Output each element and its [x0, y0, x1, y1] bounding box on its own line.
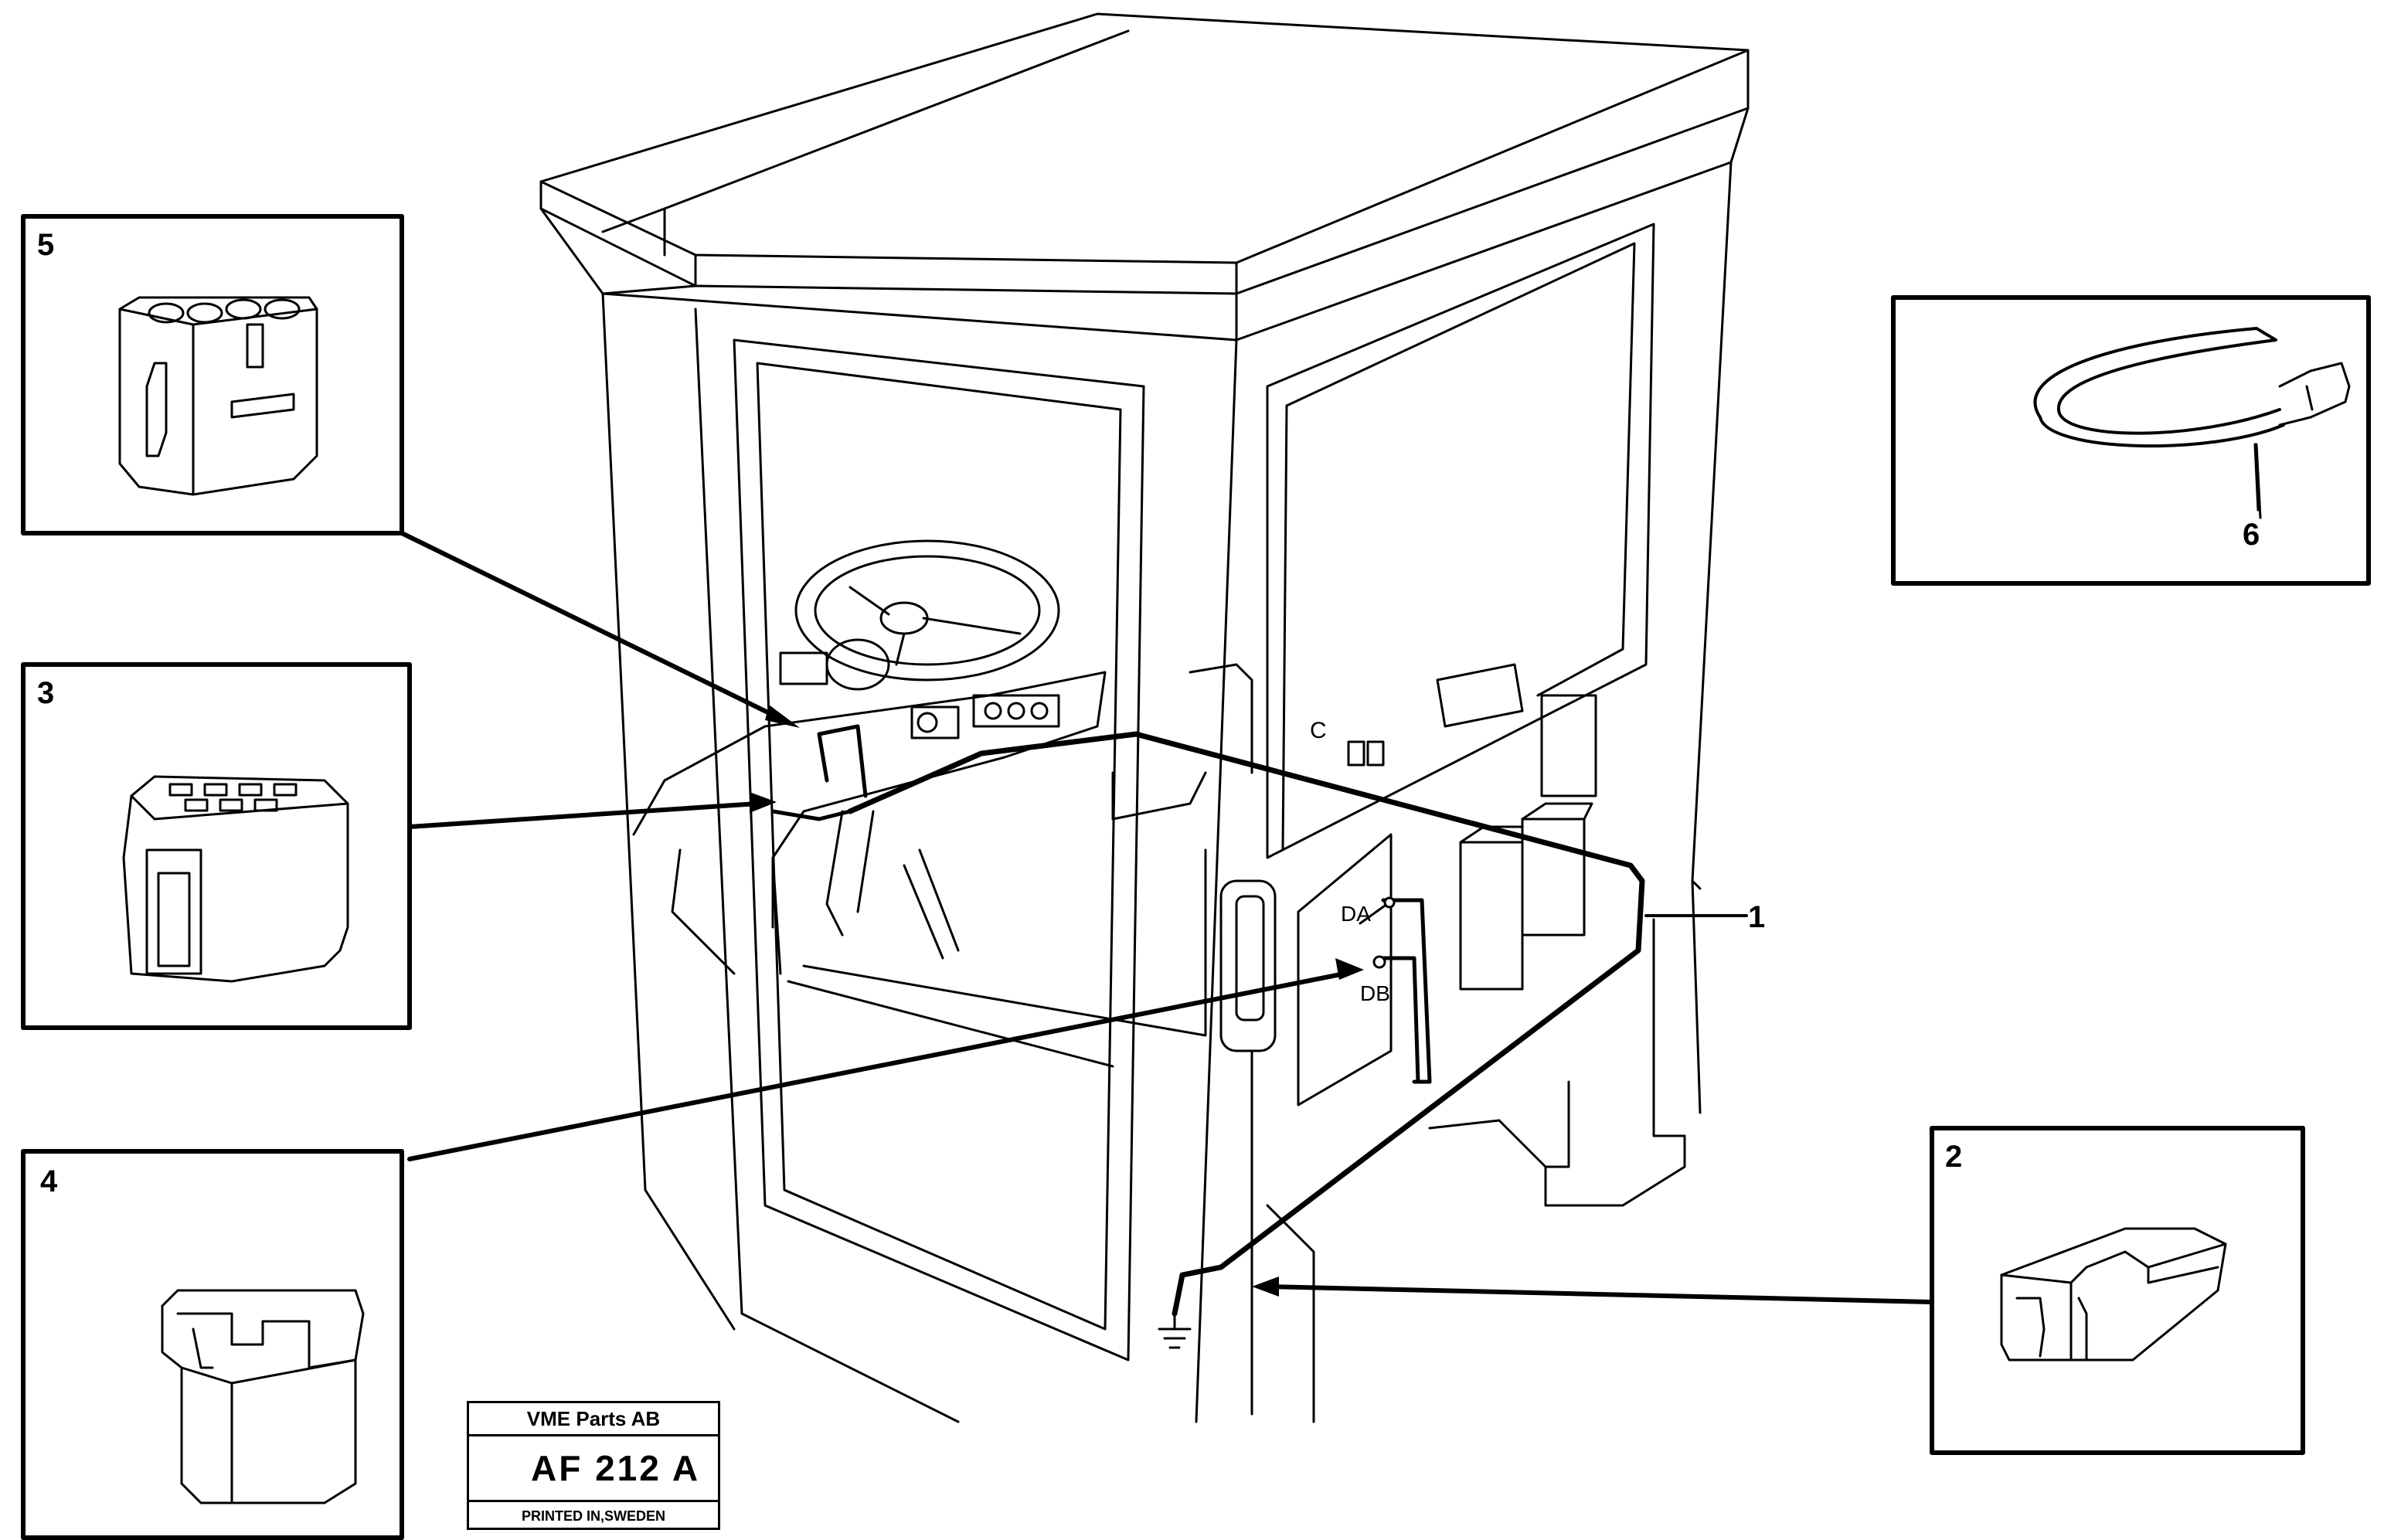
detail-box-6 [1891, 295, 2371, 586]
connector-plug-icon [2000, 1227, 2227, 1362]
detail-box-3 [21, 662, 412, 1030]
wiring-harness [770, 724, 1645, 1317]
callout-5: 5 [37, 228, 54, 262]
cab-roof [539, 12, 1750, 342]
svg-text:C: C [1310, 718, 1327, 743]
callout-3: 3 [37, 676, 54, 710]
callout-2: 2 [1945, 1140, 1962, 1174]
title-company: VME Parts AB [469, 1403, 718, 1436]
side-panel: C [1111, 663, 1597, 1107]
detail-box-2 [1930, 1126, 2305, 1455]
panel-label-da: DA [1341, 902, 1371, 926]
connector-block-icon [122, 775, 349, 983]
connector-housing-icon [161, 1289, 365, 1504]
title-printed: PRINTED IN,SWEDEN [521, 1508, 665, 1524]
cab-body [601, 161, 1733, 1423]
cable-tie-icon [2033, 327, 2351, 519]
dashboard [632, 651, 1107, 975]
steering-wheel [794, 539, 1060, 691]
callout-6: 6 [2243, 518, 2260, 552]
leader-lines [400, 443, 2260, 1304]
detail-box-4 [21, 1149, 404, 1540]
leader-arrowheads [750, 705, 1364, 1297]
ground-symbol-icon [1158, 1312, 1192, 1349]
connector-8pin-icon [118, 296, 318, 496]
panel-terminals [1359, 896, 1396, 969]
cab-support-frame [1428, 918, 1686, 1207]
callout-4: 4 [40, 1164, 58, 1198]
title-block: VME Parts AB AF 212 A PRINTED IN,SWEDEN [467, 1401, 720, 1530]
panel-label-db: DB [1360, 981, 1390, 1005]
detail-box-5 [21, 214, 404, 535]
title-code: AF 212 A [469, 1436, 718, 1502]
callout-1: 1 [1748, 900, 1765, 934]
